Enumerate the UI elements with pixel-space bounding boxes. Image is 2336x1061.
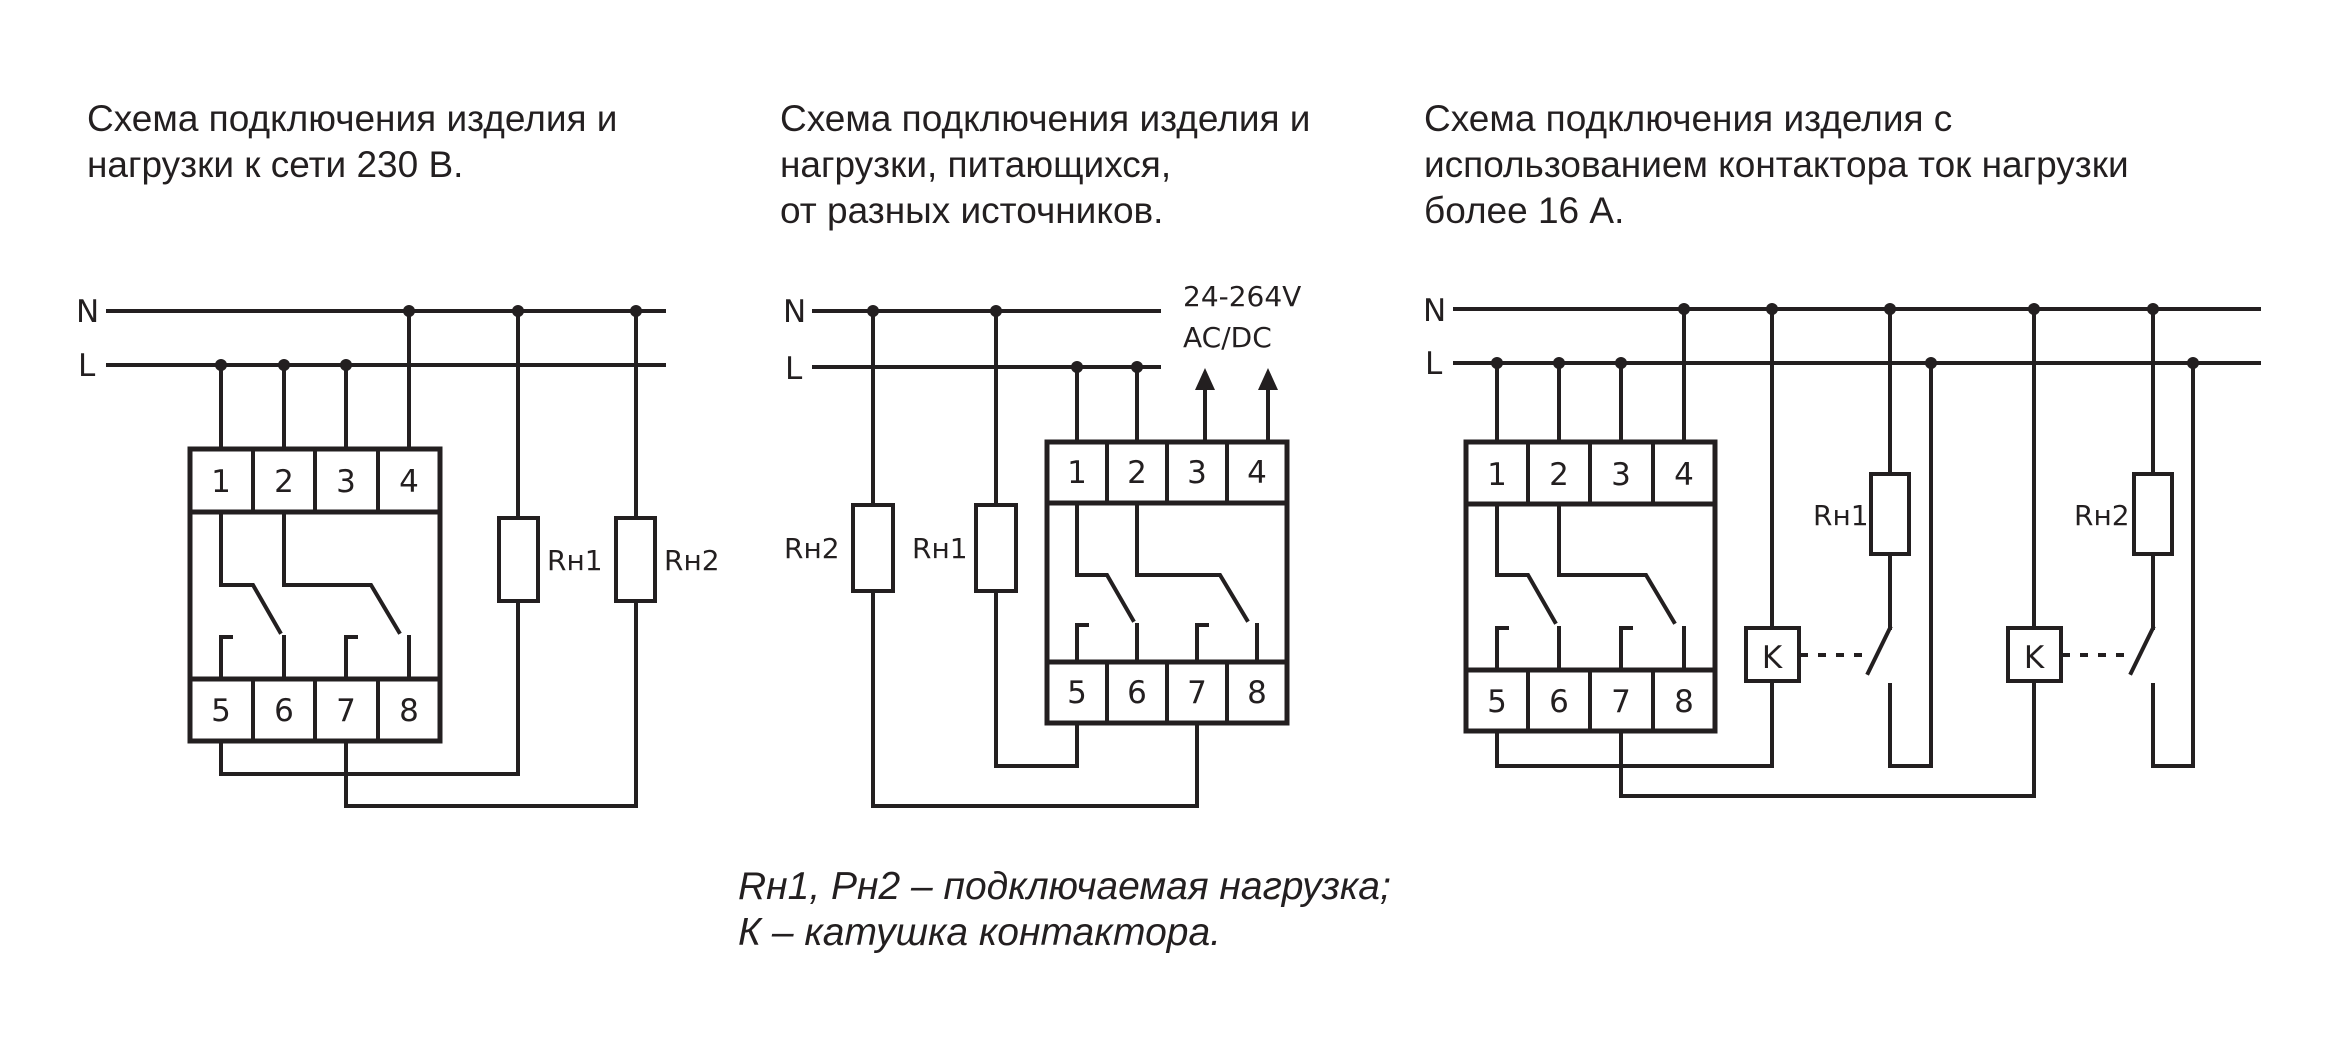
diagram3-l-label: L [1425, 346, 1443, 382]
diagram3-load-rh1 [1869, 472, 1911, 556]
legend: Rн1, Рн2 – подключаемая нагрузка; К – ка… [738, 864, 1391, 956]
diagram1-load-rh1-label: Rн1 [547, 544, 603, 577]
diagram1-terminal-5: 5 [211, 693, 231, 729]
diagram3-title-line-2: использованием контактора ток нагрузки [1424, 144, 2129, 185]
diagram1-switch-2 [282, 510, 402, 635]
diagram2-terminal-6: 6 [1127, 675, 1147, 711]
diagram3-title-line-3: более 16 А. [1424, 190, 1625, 231]
diagram2-l-label: L [785, 351, 803, 387]
diagram2-load-rh1-label: Rн1 [912, 532, 968, 565]
diagram3-title: Схема подключения изделия с использовани… [1424, 96, 2129, 234]
legend-line-2: К – катушка контактора. [738, 911, 1222, 954]
diagram3-title-line-1: Схема подключения изделия с [1424, 98, 1953, 139]
diagram1-terminal-8: 8 [399, 693, 419, 729]
diagram2-wire-rh1-return [994, 589, 1079, 768]
diagram1-l-label: L [78, 348, 96, 384]
diagram2-load-rh1 [974, 503, 1018, 593]
diagram1-terminal-6: 6 [274, 693, 294, 729]
diagram1-load-rh1 [497, 516, 540, 603]
diagram3-terminal-4: 4 [1674, 457, 1694, 493]
diagram2-terminal-3: 3 [1187, 455, 1207, 491]
diagram2-load-rh2 [851, 503, 895, 593]
diagram2-arrow-up-icon-4 [1258, 368, 1278, 390]
diagram2-schematic: N L 24-264V AC/DC 1 2 3 4 5 6 7 8 Rн2 R [783, 280, 1301, 808]
diagram1-title: Схема подключения изделия и нагрузки к с… [87, 96, 617, 188]
diagram1-terminal-3: 3 [336, 464, 356, 500]
diagram1-title-line-1: Схема подключения изделия и [87, 98, 618, 139]
diagram3-n-label: N [1423, 293, 1446, 329]
diagram3-wire-rh1-return [1888, 361, 1933, 768]
diagram2-load-rh2-label: Rн2 [784, 532, 840, 565]
diagram3-contactor-switch-2 [2128, 625, 2156, 676]
diagram2-n-label: N [783, 294, 806, 330]
diagram1-terminal-1: 1 [211, 464, 231, 500]
diagram3-coil-2-label: K [2024, 640, 2045, 676]
diagram1-schematic: N L 1 2 3 4 5 6 7 8 Rн1 Rн2 [76, 294, 720, 808]
diagram1-switch-1 [219, 510, 283, 635]
diagram2-supply-line-2: AC/DC [1183, 321, 1272, 354]
diagram3-terminal-2: 2 [1549, 457, 1569, 493]
diagram3-wire-coil2-return [1619, 679, 2036, 798]
diagram2-title-line-3: от разных источников. [780, 190, 1164, 231]
diagram1-terminal-4: 4 [399, 464, 419, 500]
diagram2-terminal-5: 5 [1067, 675, 1087, 711]
diagram3-wire-coil1-return [1495, 679, 1774, 768]
diagram1-terminal-2: 2 [274, 464, 294, 500]
diagram2-switch-2 [1135, 501, 1250, 623]
diagram1-contact-7 [344, 635, 358, 681]
diagram3-schematic: N L 1 2 3 4 5 6 7 8 K K [1423, 293, 2261, 798]
diagram3-terminal-1: 1 [1487, 457, 1507, 493]
legend-line-1: Rн1, Рн2 – подключаемая нагрузка; [738, 865, 1391, 908]
diagram1-load-rh2-label: Rн2 [664, 544, 720, 577]
diagram3-terminal-8: 8 [1674, 684, 1694, 720]
diagram1-title-line-2: нагрузки к сети 230 В. [87, 144, 464, 185]
diagram3-coil-1-label: K [1762, 640, 1783, 676]
diagram1-wire-rh1-return [219, 599, 520, 776]
diagram3-wire-rh2-return [2151, 361, 2195, 768]
diagram3-switch-2 [1557, 502, 1677, 625]
diagram2-wire-rh2-return [871, 589, 1199, 808]
diagram3-terminal-6: 6 [1549, 684, 1569, 720]
diagram3-load-rh1-label: Rн1 [1813, 499, 1869, 532]
diagram3-terminal-3: 3 [1611, 457, 1631, 493]
diagram2-title-line-1: Схема подключения изделия и [780, 98, 1311, 139]
diagram1-terminal-7: 7 [336, 693, 356, 729]
diagram3-terminal-5: 5 [1487, 684, 1507, 720]
diagram2-terminal-2: 2 [1127, 455, 1147, 491]
diagram1-n-label: N [76, 294, 99, 330]
diagram3-load-rh2-label: Rн2 [2074, 499, 2130, 532]
diagram1-load-rh2 [614, 516, 657, 603]
diagram2-title: Схема подключения изделия и нагрузки, пи… [780, 96, 1310, 234]
diagram2-arrow-up-icon-3 [1195, 368, 1215, 390]
diagram1-wire-rh2-return [344, 599, 638, 808]
diagram3-switch-1 [1495, 502, 1558, 625]
diagram2-terminal-7: 7 [1187, 675, 1207, 711]
diagram3-contactor-switch-1 [1865, 625, 1893, 676]
diagram2-terminal-4: 4 [1247, 455, 1267, 491]
diagram3-load-rh2 [2132, 472, 2174, 556]
diagram2-switch-1 [1075, 501, 1136, 623]
diagram2-terminal-1: 1 [1067, 455, 1087, 491]
diagram2-title-line-2: нагрузки, питающихся, [780, 144, 1172, 185]
diagram1-contact-5 [219, 635, 233, 681]
diagram2-supply-line-1: 24-264V [1183, 280, 1301, 313]
diagram2-terminal-8: 8 [1247, 675, 1267, 711]
diagram3-terminal-7: 7 [1611, 684, 1631, 720]
